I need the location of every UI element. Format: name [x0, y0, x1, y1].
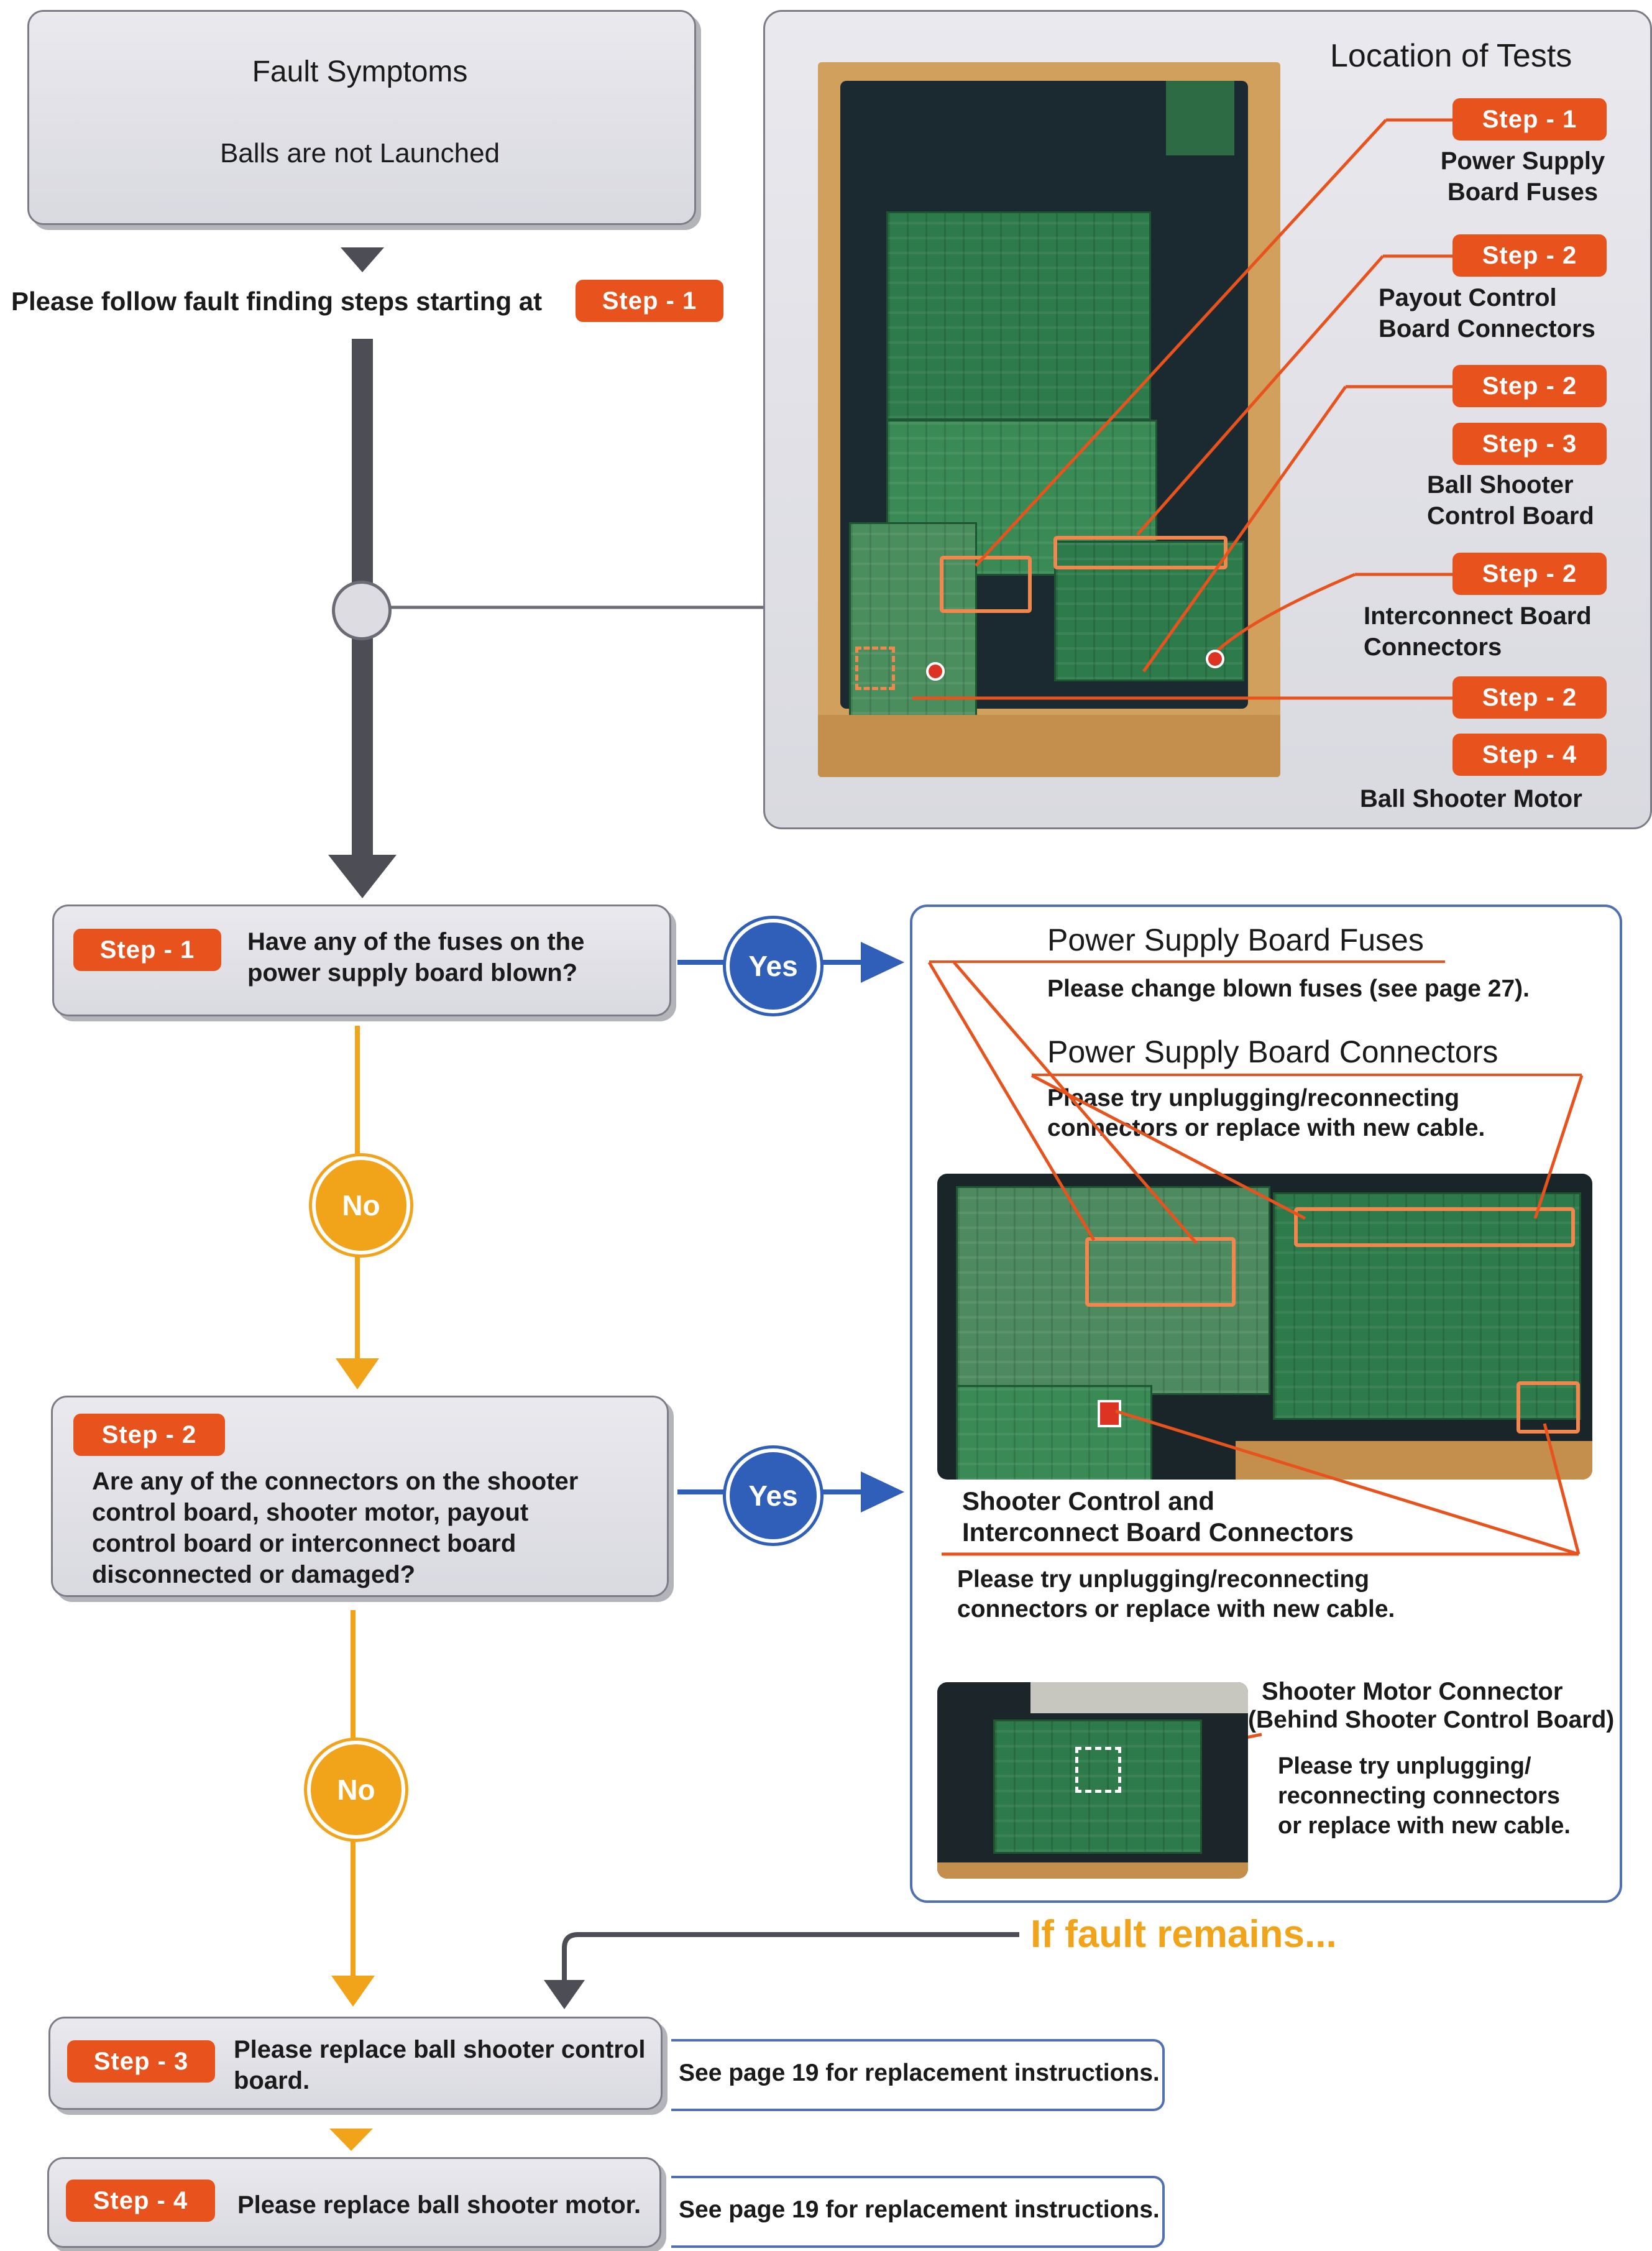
machine-photo [818, 62, 1280, 777]
step4-see-page-box [671, 2176, 1165, 2248]
psu-fuses-title: Power Supply Board Fuses [1047, 923, 1424, 957]
psu-conn-title: Power Supply Board Connectors [1047, 1034, 1498, 1069]
step1-badge: Step - 1 [73, 929, 221, 971]
board-highlight-interconnect [1517, 1381, 1580, 1434]
motor-photo [937, 1682, 1248, 1879]
step2-question-3: control board or interconnect board [92, 1530, 516, 1557]
loc-label-interconnect-2: Connectors [1364, 633, 1502, 661]
step2-question-1: Are any of the connectors on the shooter [92, 1468, 579, 1495]
motor-highlight [1075, 1747, 1121, 1793]
intro-step-badge: Step - 1 [576, 280, 723, 322]
step1-no: No [312, 1156, 410, 1254]
fault-symptom-text: Balls are not Launched [219, 138, 500, 168]
loc-label-payout-1: Payout Control [1379, 284, 1557, 311]
shooter-text-2: connectors or replace with new cable. [957, 1596, 1395, 1623]
photo-highlight-payout [1053, 536, 1228, 569]
step2-no: No [307, 1741, 405, 1839]
step3-text-2: board. [234, 2067, 310, 2094]
fault-symptoms-heading: Fault Symptoms [252, 55, 468, 88]
psu-conn-text-1: Please try unplugging/reconnecting [1047, 1085, 1460, 1112]
photo-highlight-fuses [940, 556, 1032, 613]
loc-step-2b: Step - 2 [1452, 365, 1607, 407]
step1-question-1: Have any of the fuses on the [247, 928, 585, 955]
step2-yes: Yes [726, 1448, 820, 1543]
fault-symptoms-box [27, 10, 696, 225]
loc-label-shooter-1: Ball Shooter [1427, 471, 1574, 499]
loc-label-payout-2: Board Connectors [1379, 315, 1595, 343]
motor-title-2: (Behind Shooter Control Board) [1248, 1706, 1615, 1733]
motor-text-2: reconnecting connectors [1278, 1783, 1560, 1809]
step1-question-2: power supply board blown? [247, 959, 578, 987]
step3-text-1: Please replace ball shooter control [234, 2036, 646, 2063]
board-highlight-fuses [1085, 1237, 1236, 1307]
loc-step-2c: Step - 2 [1452, 553, 1607, 595]
photo-highlight-shooter [855, 647, 895, 690]
step2-badge: Step - 2 [73, 1414, 225, 1456]
psu-conn-underline [1032, 1074, 1582, 1076]
loc-step-2a: Step - 2 [1452, 234, 1607, 277]
junction-circle [332, 581, 392, 640]
shooter-title-1: Shooter Control and [962, 1486, 1214, 1516]
psu-fuses-underline [929, 960, 1445, 963]
step4-text: Please replace ball shooter motor. [237, 2191, 641, 2219]
loc-label-psu-fuses-2: Board Fuses [1447, 178, 1599, 206]
step2-question-2: control board, shooter motor, payout [92, 1499, 529, 1526]
loc-step-2d: Step - 2 [1452, 676, 1607, 719]
loc-step-3: Step - 3 [1452, 423, 1607, 465]
psu-conn-text-2: connectors or replace with new cable. [1047, 1115, 1485, 1141]
step2-question-4: disconnected or damaged? [92, 1561, 416, 1588]
shooter-text-1: Please try unplugging/reconnecting [957, 1566, 1370, 1593]
loc-label-psu-fuses-1: Power Supply [1440, 147, 1605, 175]
location-title: Location of Tests [1330, 38, 1572, 74]
motor-title-1: Shooter Motor Connector [1262, 1678, 1563, 1705]
psu-fuses-text: Please change blown fuses (see page 27). [1047, 975, 1530, 1002]
board-photo [937, 1174, 1592, 1480]
step4-badge: Step - 4 [66, 2180, 215, 2222]
step3-see-page-box [671, 2039, 1165, 2111]
loc-label-shooter-2: Control Board [1427, 502, 1594, 530]
board-highlight-connectors [1294, 1207, 1575, 1247]
step1-yes: Yes [726, 919, 820, 1013]
loc-step-4: Step - 4 [1452, 734, 1607, 776]
loc-label-interconnect-1: Interconnect Board [1364, 602, 1592, 630]
shooter-title-2: Interconnect Board Connectors [962, 1517, 1354, 1547]
motor-text-3: or replace with new cable. [1278, 1813, 1571, 1839]
step3-badge: Step - 3 [67, 2040, 215, 2083]
motor-text-1: Please try unplugging/ [1278, 1753, 1531, 1779]
intro-text: Please follow fault finding steps starti… [11, 287, 543, 316]
fault-remains-text: If fault remains... [1030, 1913, 1337, 1956]
step4-see-page: See page 19 for replacement instructions… [679, 2196, 1160, 2223]
step3-see-page: See page 19 for replacement instructions… [679, 2060, 1160, 2086]
loc-label-motor: Ball Shooter Motor [1360, 785, 1582, 812]
loc-step-1: Step - 1 [1452, 98, 1607, 140]
